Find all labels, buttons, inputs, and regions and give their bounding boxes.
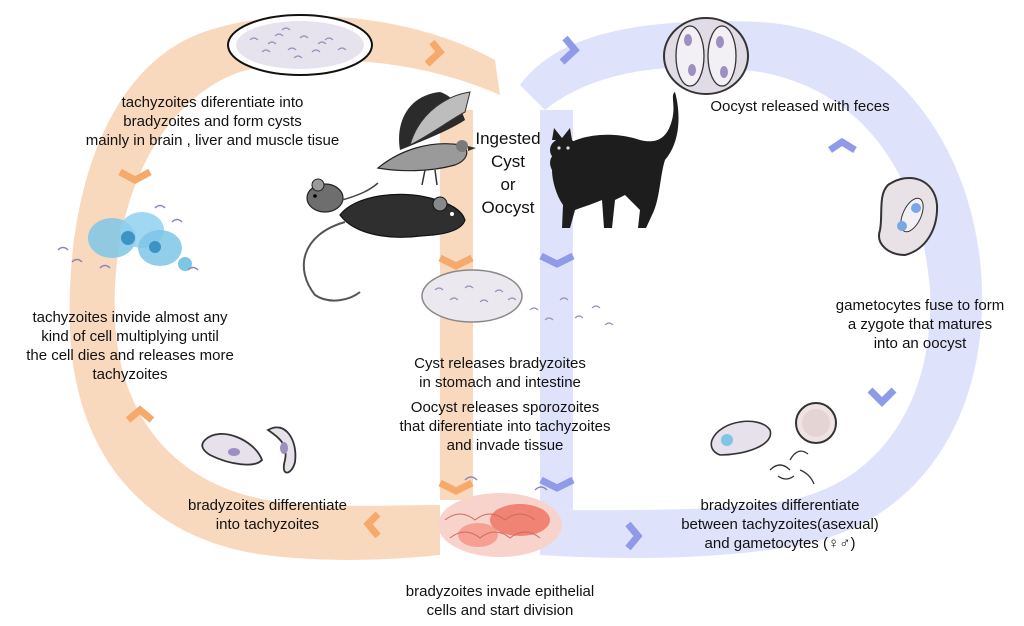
label-bradyzoites-gametocytes: bradyzoites differentiate between tachyz… bbox=[681, 497, 879, 552]
epithelium-icon bbox=[438, 476, 562, 557]
label-bradyzoites-invade-epithelial: bradyzoites invade epithelial cells and … bbox=[405, 583, 595, 619]
label-oocyst-feces: Oocyst released with feces bbox=[710, 98, 890, 115]
sexual-direction-chevrons bbox=[539, 35, 897, 551]
label-ingested: Ingested Cyst or Oocyst bbox=[475, 129, 541, 217]
label-tachyzoites-differentiate: tachyzoites diferentiate into bradyzoite… bbox=[85, 94, 340, 149]
central-cyst-icon bbox=[421, 269, 614, 326]
cat-icon bbox=[550, 92, 679, 228]
asexual-direction-chevrons bbox=[118, 39, 474, 539]
label-bradyzoites-to-tachyzoites: bradyzoites differentiate into tachyzoit… bbox=[188, 497, 347, 533]
label-cyst-releases: Cyst releases bradyzoites in stomach and… bbox=[414, 355, 586, 391]
rat-icon bbox=[302, 193, 466, 302]
bird-icon bbox=[376, 91, 476, 186]
sporocyst-icon bbox=[878, 176, 939, 257]
cyst-icon bbox=[227, 14, 373, 76]
label-gametocytes-fuse: gametocytes fuse to form a zygote that m… bbox=[835, 297, 1005, 352]
label-tachyzoites-invade: tachyzoites invide almost any kind of ce… bbox=[26, 309, 234, 383]
zygote-icon bbox=[710, 402, 837, 485]
tachyzoite-cells-icon bbox=[57, 204, 199, 271]
bradyzoite-icon bbox=[201, 426, 297, 474]
mouse-icon bbox=[306, 178, 379, 213]
oocyst-icon bbox=[663, 17, 749, 95]
label-oocyst-releases: Oocyst releases sporozoites that diferen… bbox=[399, 399, 611, 454]
